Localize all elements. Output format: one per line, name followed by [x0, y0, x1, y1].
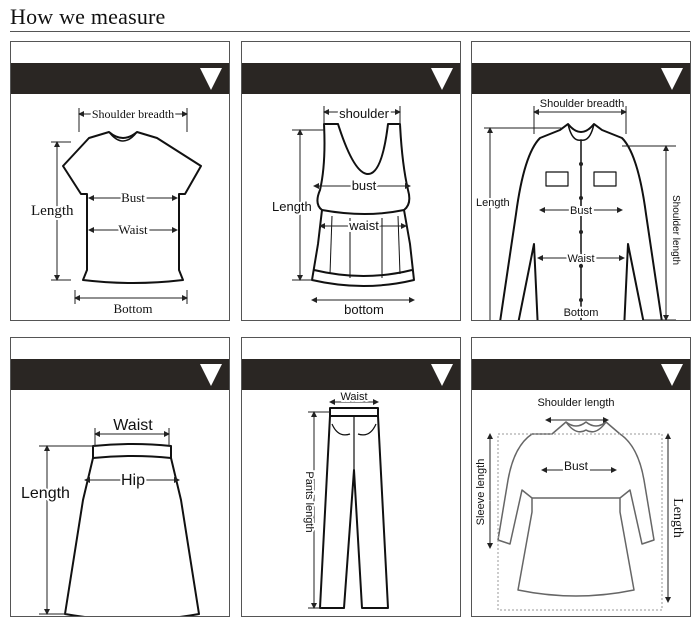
card-header-bar — [11, 359, 229, 390]
dress-diagram: Shoulder length Bust Sleeve length Lengt… — [473, 395, 687, 611]
label-hip: Hip — [121, 472, 145, 489]
card-header-bar — [242, 359, 460, 390]
label-bust: Bust — [570, 205, 592, 217]
pants-diagram: Waist Pants length — [301, 390, 389, 609]
label-sleeve-length: Sleeve length — [475, 459, 487, 526]
card-tshirt: Shoulder breadth Length Bust Waist Botto… — [10, 41, 230, 321]
page-title: How we measure — [10, 4, 166, 29]
tshirt-diagram: Shoulder breadth Length Bust Waist Botto… — [29, 105, 202, 316]
card-header-bar — [472, 63, 690, 94]
label-length: Length — [31, 203, 74, 219]
label-length: Length — [272, 199, 312, 214]
label-bust: Bust — [564, 459, 589, 473]
label-length: Length — [21, 485, 70, 502]
card-pants: Waist Pants length — [241, 337, 461, 617]
label-bottom: bottom — [344, 302, 384, 317]
card-dress: Shoulder length Bust Sleeve length Lengt… — [471, 337, 691, 617]
label-waist: Waist — [567, 253, 594, 265]
label-waist: Waist — [118, 222, 148, 237]
card-header-bar — [11, 63, 229, 94]
card-tank-top: shoulder Length bust waist bottom — [241, 41, 461, 321]
label-shoulder-length: Shoulder length — [537, 397, 614, 409]
tank-top-diagram: shoulder Length bust waist bottom — [270, 104, 415, 317]
card-header-bar — [242, 63, 460, 94]
label-shoulder-length: Shoulder length — [670, 195, 681, 265]
label-pants-length: Pants length — [303, 471, 315, 532]
jacket-diagram: Shoulder breadth Length Shoulder length … — [474, 96, 683, 320]
label-bust: bust — [352, 178, 377, 193]
label-bust: Bust — [121, 190, 145, 205]
title-divider — [10, 31, 690, 32]
label-waist: Waist — [113, 417, 153, 434]
label-shoulder-breadth: Shoulder breadth — [540, 98, 624, 110]
label-waist: Waist — [340, 391, 367, 403]
label-length: Length — [476, 197, 510, 209]
label-waist: waist — [348, 218, 379, 233]
label-shoulder: shoulder — [339, 106, 390, 121]
card-jacket: Shoulder breadth Length Shoulder length … — [471, 41, 691, 321]
label-bottom: Bottom — [564, 307, 599, 319]
label-length: Length — [670, 498, 685, 538]
label-shoulder-breadth: Shoulder breadth — [92, 107, 174, 121]
card-skirt: Waist Hip Length — [10, 337, 230, 617]
skirt-diagram: Waist Hip Length — [19, 415, 200, 616]
label-bottom: Bottom — [113, 301, 152, 316]
card-header-bar — [472, 359, 690, 390]
